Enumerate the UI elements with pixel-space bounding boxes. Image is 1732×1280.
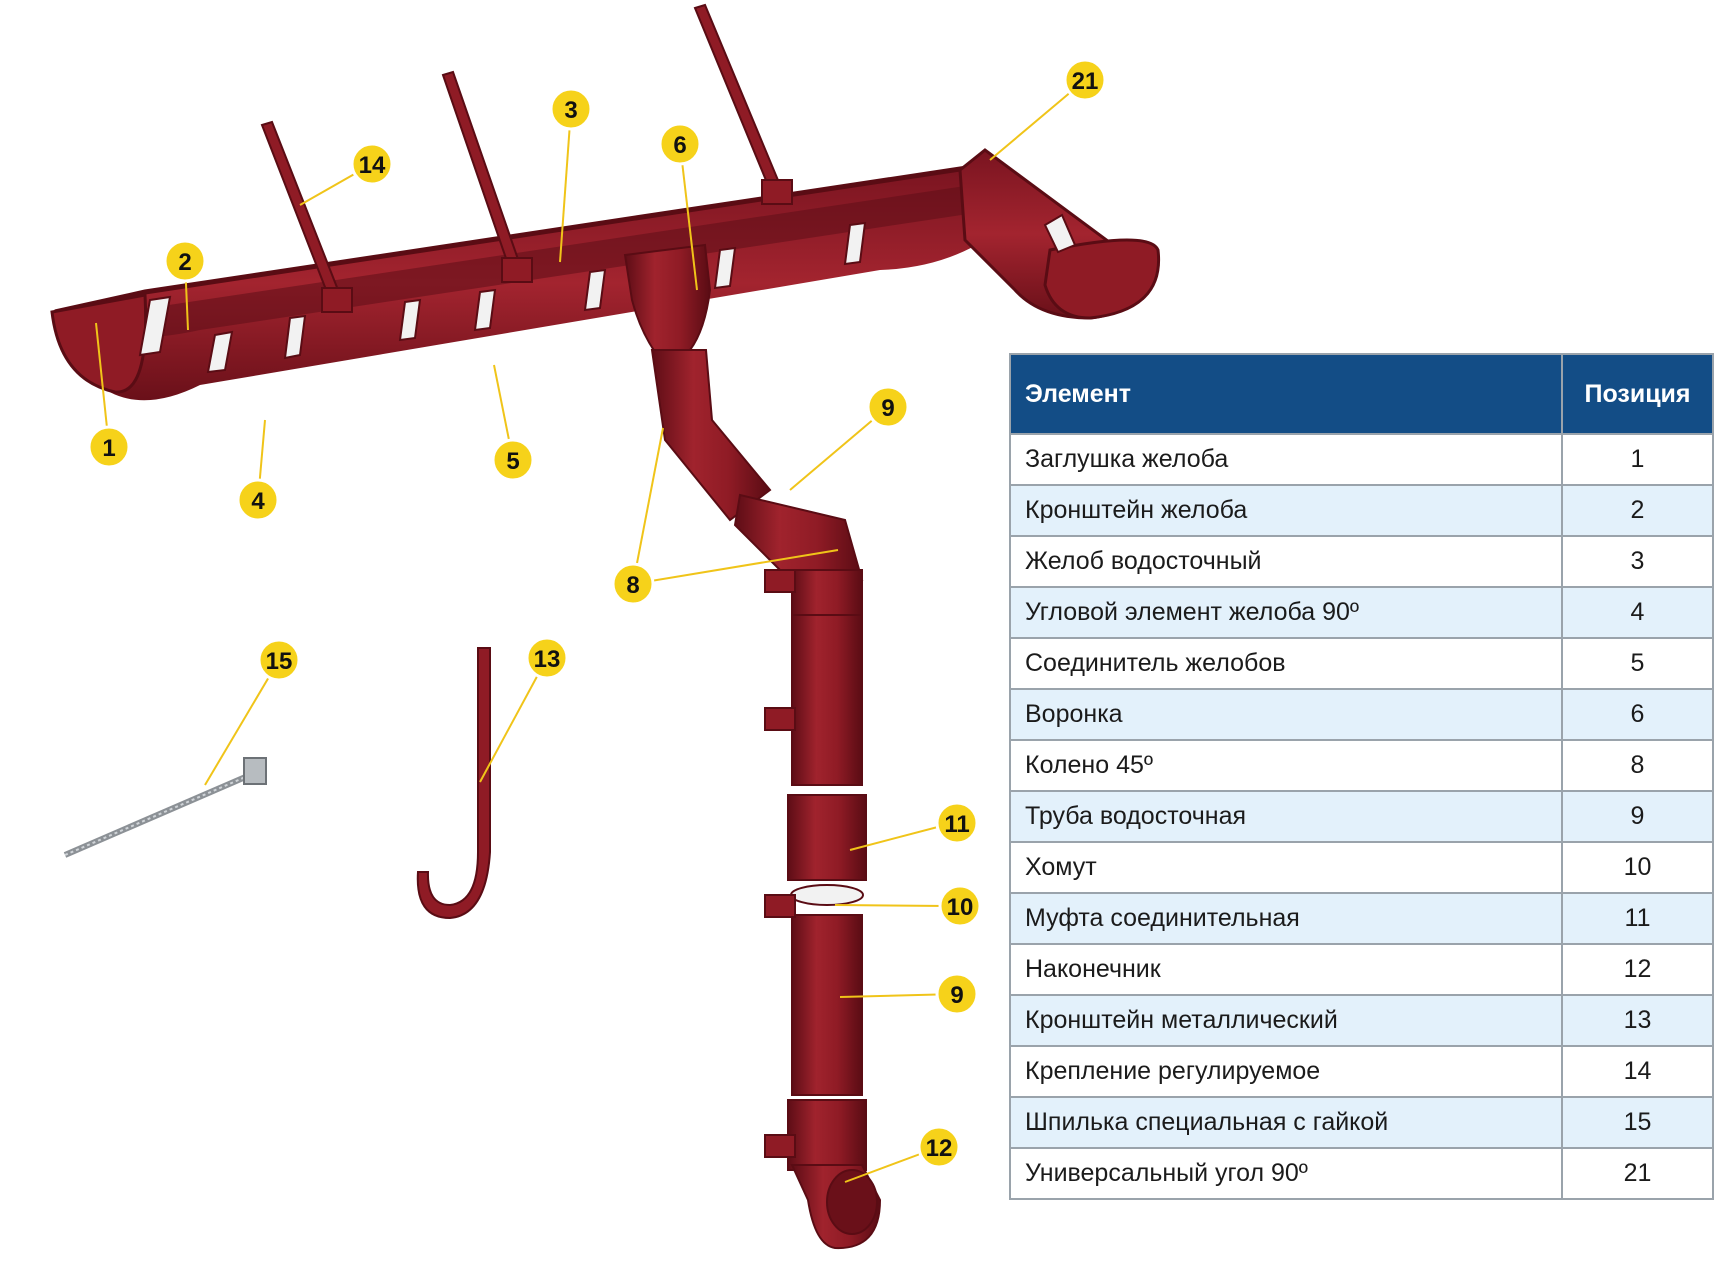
gutter-assembly [50,148,1161,401]
callout-9-lower: 9 [935,972,979,1016]
svg-text:11: 11 [944,811,969,838]
pipe-segment-2 [791,614,863,786]
element-name: Колено 45º [1009,739,1563,792]
element-name: Заглушка желоба [1009,433,1563,486]
element-name: Воронка [1009,688,1563,741]
callout-13: 13 [525,636,569,680]
svg-text:12: 12 [926,1135,953,1162]
gutter-connectors [138,213,1077,374]
svg-text:10: 10 [947,894,974,921]
element-name: Кронштейн металлический [1009,994,1563,1047]
svg-text:5: 5 [506,448,519,475]
element-name: Шпилька специальная с гайкой [1009,1096,1563,1149]
metal-bracket [416,647,491,920]
position-number: 12 [1561,943,1714,996]
pipe-coupling [787,794,867,881]
elbow-upper [650,349,772,522]
position-number: 1 [1561,433,1714,486]
table-header-row: Элемент Позиция [1009,353,1714,435]
element-name: Наконечник [1009,943,1563,996]
element-name: Желоб водосточный [1009,535,1563,588]
element-name: Крепление регулируемое [1009,1045,1563,1098]
pipe-segment-3 [791,914,863,1096]
callout-8: 8 [611,562,655,606]
funnel [623,243,712,354]
svg-text:4: 4 [251,488,265,515]
callout-6: 6 [658,122,702,166]
callout-10: 10 [938,884,982,928]
svg-text:9: 9 [950,982,963,1009]
downpipe-assembly [650,349,882,1250]
callout-4: 4 [236,478,280,522]
callout-1: 1 [87,425,131,469]
svg-text:8: 8 [626,572,639,599]
element-name: Универсальный угол 90º [1009,1147,1563,1200]
callout-15: 15 [257,638,301,682]
position-number: 21 [1561,1147,1714,1200]
position-number: 9 [1561,790,1714,843]
svg-text:15: 15 [266,648,293,675]
svg-text:1: 1 [102,435,115,462]
element-name: Хомут [1009,841,1563,894]
position-number: 10 [1561,841,1714,894]
element-name: Кронштейн желоба [1009,484,1563,537]
element-name: Угловой элемент желоба 90º [1009,586,1563,639]
pipe-clamp-ring [790,884,864,906]
position-number: 2 [1561,484,1714,537]
svg-text:6: 6 [673,132,686,159]
special-stud-with-nut [63,757,267,858]
position-number: 11 [1561,892,1714,945]
position-number: 14 [1561,1045,1714,1098]
element-name: Муфта соединительная [1009,892,1563,945]
svg-text:2: 2 [178,249,191,276]
pipe-clamps [764,569,796,1158]
pipe-outlet-opening [826,1169,878,1235]
callout-12: 12 [917,1125,961,1169]
callout-9-upper: 9 [866,385,910,429]
position-number: 15 [1561,1096,1714,1149]
adjustable-brackets [260,3,793,313]
position-number: 8 [1561,739,1714,792]
position-number: 13 [1561,994,1714,1047]
column-header-element: Элемент [1009,353,1563,435]
column-header-position: Позиция [1561,353,1714,435]
svg-text:14: 14 [359,152,386,179]
svg-text:3: 3 [564,97,577,124]
position-number: 3 [1561,535,1714,588]
svg-text:21: 21 [1072,68,1099,95]
position-number: 6 [1561,688,1714,741]
svg-text:9: 9 [881,395,894,422]
gutter-end-cap-right [1043,238,1161,320]
callout-11: 11 [935,801,979,845]
callout-3: 3 [549,87,593,131]
callout-5: 5 [491,438,535,482]
position-number: 4 [1561,586,1714,639]
position-number: 5 [1561,637,1714,690]
callout-21: 21 [1063,58,1107,102]
pipe-lower-coupling [787,1099,867,1171]
svg-text:13: 13 [534,646,561,673]
element-name: Труба водосточная [1009,790,1563,843]
element-name: Соединитель желобов [1009,637,1563,690]
callout-14: 14 [350,142,394,186]
callout-2: 2 [163,239,207,283]
